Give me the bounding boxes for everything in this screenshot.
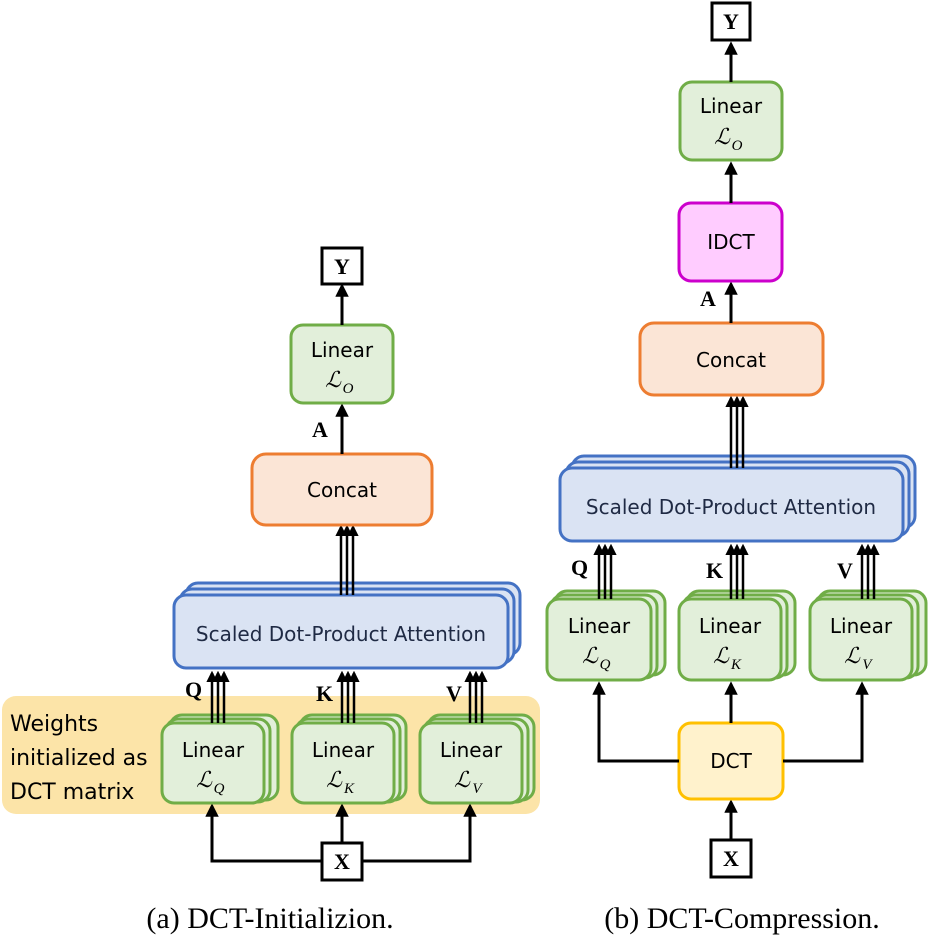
input-x-label-a: X: [334, 849, 350, 874]
idct-label-b: IDCT: [707, 230, 755, 254]
output-y-box-b: [710, 1, 752, 42]
linear-k-symbol-b: ℒ: [713, 643, 730, 668]
attention-label-a: Scaled Dot-Product Attention: [196, 622, 486, 646]
linear-k-block-a: Linear ℒ K: [290, 713, 408, 805]
dct-label-b: DCT: [710, 749, 752, 773]
a-label-a: A: [312, 417, 328, 442]
linear-k-block-b: Linear ℒ K: [677, 589, 797, 682]
linear-o-symbol-b: ℒ: [714, 124, 731, 149]
linear-k-subscript-a: K: [343, 781, 355, 797]
attention-block-b: Scaled Dot-Product Attention: [558, 454, 917, 543]
linear-v-title-a: Linear: [440, 738, 503, 762]
caption-a: (a) DCT-Initializion.: [146, 902, 393, 935]
input-x-label-b: X: [723, 846, 739, 871]
linear-q-block-b: Linear ℒ Q: [545, 589, 667, 682]
linear-q-symbol-a: ℒ: [196, 767, 213, 792]
qkv-arrows-a: [206, 670, 488, 723]
linear-o-block-a: Linear ℒ O: [289, 323, 395, 405]
linear-q-title-a: Linear: [182, 738, 245, 762]
attention-to-concat-arrows-a: [335, 524, 359, 595]
linear-v-subscript-a: V: [472, 781, 483, 797]
q-label-b: Q: [571, 555, 588, 580]
linear-o-symbol-a: ℒ: [325, 367, 342, 392]
linear-k-subscript-b: K: [730, 657, 742, 673]
k-label-a: K: [316, 681, 333, 706]
linear-k-symbol-a: ℒ: [326, 767, 343, 792]
linear-q-title-b: Linear: [568, 614, 631, 638]
v-label-a: V: [446, 681, 462, 706]
linear-o-title-a: Linear: [311, 338, 374, 362]
linear-o-block-b: Linear ℒ O: [678, 80, 784, 162]
output-y-label-a: Y: [334, 254, 350, 279]
diagram-b: X DCT Linear ℒ Q Linear ℒ K: [545, 1, 928, 935]
dct-output-arrows-b: [592, 681, 869, 763]
a-label-b: A: [700, 286, 716, 311]
input-x-box-b: [709, 838, 753, 879]
linear-v-symbol-a: ℒ: [454, 767, 471, 792]
v-label-b: V: [837, 558, 853, 583]
caption-b: (b) DCT-Compression.: [604, 902, 880, 935]
q-label-a: Q: [185, 677, 202, 702]
attention-to-concat-arrows-b: [725, 395, 749, 468]
input-arrows-a: [205, 803, 477, 863]
k-label-b: K: [706, 558, 723, 583]
attention-label-b: Scaled Dot-Product Attention: [586, 495, 876, 519]
linear-k-title-a: Linear: [312, 738, 375, 762]
linear-o-title-b: Linear: [700, 94, 763, 118]
linear-q-symbol-b: ℒ: [582, 643, 599, 668]
linear-o-subscript-b: O: [732, 138, 743, 154]
diagram-a: Weights initialized as DCT matrix X Line…: [2, 246, 540, 935]
qkv-arrows-b: [593, 543, 880, 599]
linear-o-subscript-a: O: [343, 381, 354, 397]
linear-q-block-a: Linear ℒ Q: [160, 713, 280, 805]
linear-v-subscript-b: V: [862, 657, 873, 673]
concat-label-a: Concat: [307, 478, 377, 502]
linear-k-title-b: Linear: [699, 614, 762, 638]
linear-q-subscript-a: Q: [214, 781, 225, 797]
linear-v-title-b: Linear: [830, 614, 893, 638]
linear-v-block-b: Linear ℒ V: [808, 589, 928, 682]
linear-v-symbol-b: ℒ: [844, 643, 861, 668]
dct-init-note: Weights initialized as DCT matrix: [10, 712, 155, 805]
linear-v-block-a: Linear ℒ V: [418, 713, 536, 805]
output-y-box-a: [320, 246, 364, 286]
attention-block-a: Scaled Dot-Product Attention: [172, 581, 522, 670]
linear-q-subscript-b: Q: [600, 657, 611, 673]
output-y-label-b: Y: [723, 9, 739, 34]
concat-label-b: Concat: [696, 348, 766, 372]
